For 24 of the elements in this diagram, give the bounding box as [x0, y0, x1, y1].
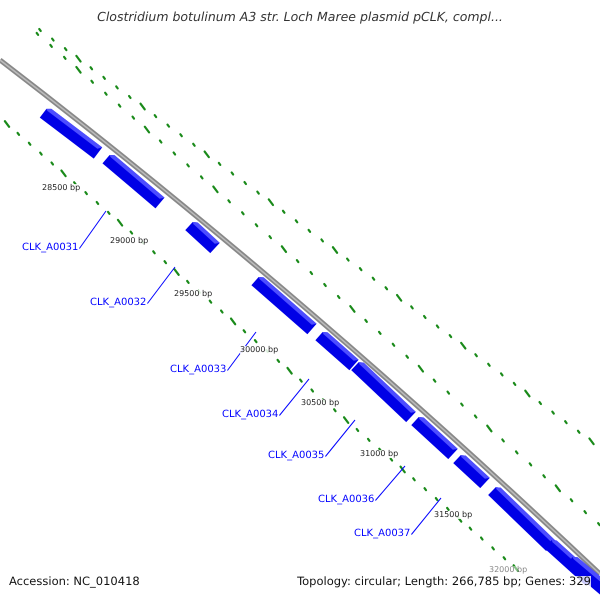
leader-line	[278, 378, 310, 416]
position-label: 30500 bp	[301, 399, 340, 407]
accession-text: Accession: NC_010418	[9, 576, 140, 588]
leader-line	[410, 498, 442, 535]
leader-line	[146, 266, 176, 304]
leader-line	[324, 420, 356, 457]
position-label: 31000 bp	[360, 450, 398, 458]
leader-line	[374, 466, 406, 501]
gene-label: CLK_A0033	[170, 365, 226, 375]
position-label: 29000 bp	[110, 237, 148, 245]
leader-line	[78, 210, 106, 249]
position-label: 31500 bp	[434, 511, 472, 519]
gene-label: CLK_A0031	[22, 243, 78, 253]
gene-label: CLK_A0032	[90, 298, 146, 308]
position-label: 30000 bp	[240, 346, 278, 354]
gene-label: CLK_A0036	[318, 495, 374, 505]
gene-label: CLK_A0037	[354, 529, 410, 539]
gene-label: CLK_A0034	[222, 410, 278, 420]
map-info-text: Topology: circular; Length: 266,785 bp; Genes: 329	[297, 576, 591, 588]
position-label: 29500 bp	[174, 290, 212, 298]
gene-label: CLK_A0035	[268, 451, 324, 461]
position-label: 28500 bp	[42, 184, 80, 192]
position-label: 32000 bp	[489, 566, 528, 574]
map-title: Clostridium botulinum A3 str. Loch Maree plasmid pCLK, compl...	[96, 11, 504, 24]
